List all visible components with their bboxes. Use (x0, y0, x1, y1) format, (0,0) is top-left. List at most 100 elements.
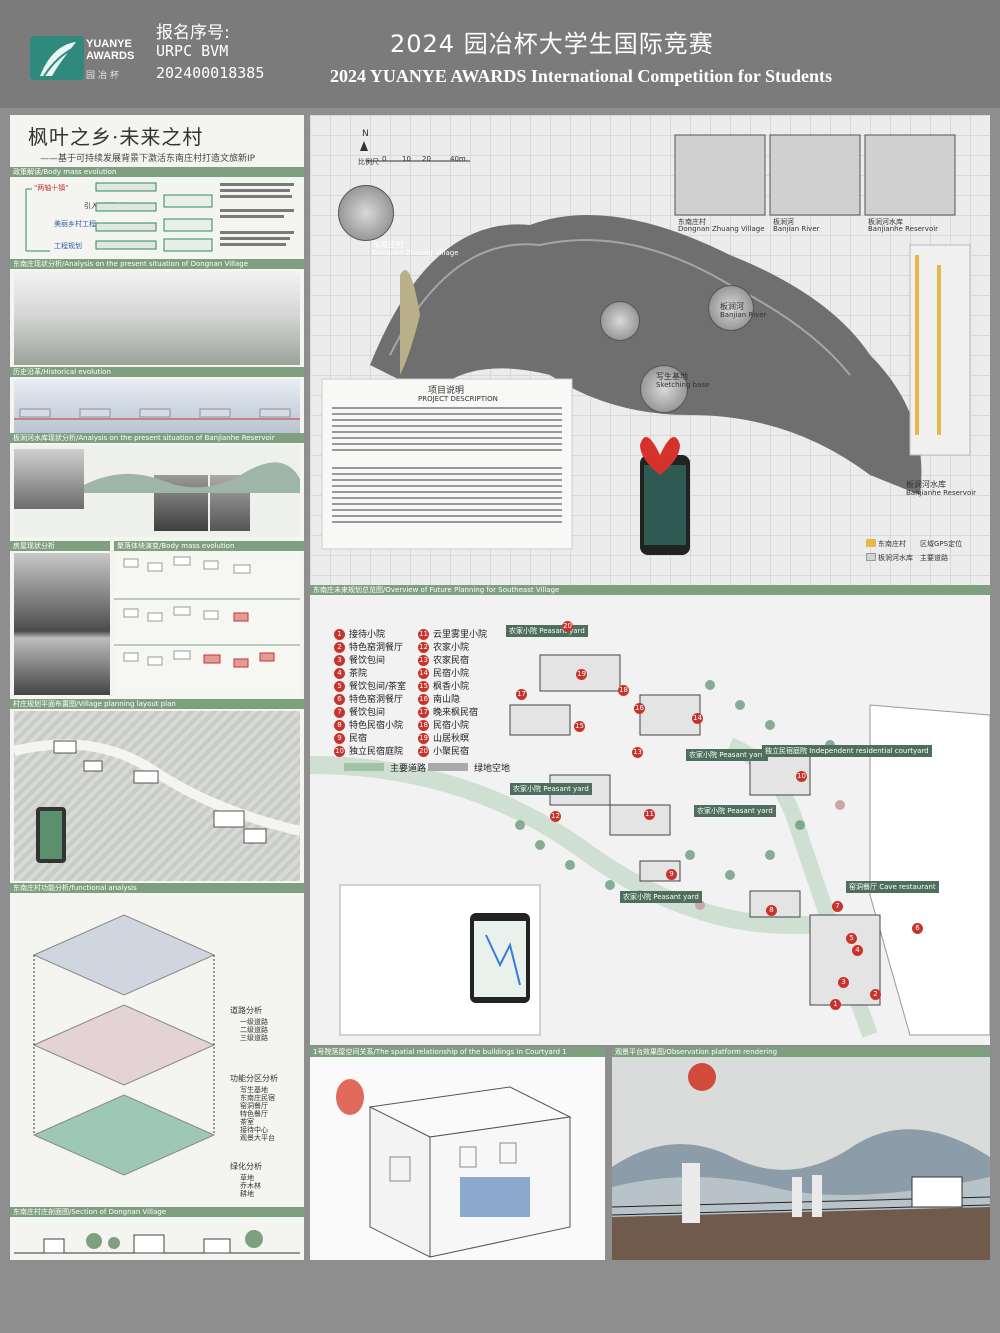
section-sketch (14, 1230, 300, 1254)
green-legend: 乔木林 (240, 1182, 261, 1190)
plan-tag: 农家小院 Peasant yard (510, 783, 592, 795)
house-photos (14, 553, 110, 695)
plan-marker[interactable]: 6 (912, 923, 923, 934)
plan-tag: 独立民宿庭院 Independent residential courtyard (762, 745, 932, 757)
scale-tick: 20 (422, 155, 431, 163)
registration-code: URPC BVM (156, 42, 229, 60)
plan-legend-road: 主要道路 (390, 764, 427, 774)
photo-bubble (640, 365, 688, 413)
plan-marker[interactable]: 11 (644, 809, 655, 820)
observation-platform-panel: 观景平台效果图/Observation platform rendering (612, 1047, 990, 1260)
reservoir-landscape (84, 462, 300, 493)
plan-tag: 农家小院 Peasant yard (620, 891, 702, 903)
plan-marker[interactable]: 15 (574, 721, 585, 732)
plan-marker[interactable]: 7 (832, 901, 843, 912)
photo-caption-cn: 东南庄村 (678, 218, 706, 226)
place-label-cn: 写生基地 (656, 372, 688, 381)
zone-legend: 茶室 (240, 1118, 254, 1126)
plan-marker[interactable]: 4 (852, 945, 863, 956)
policy-label: 工程规划 (54, 242, 82, 250)
reservoir-panel (14, 445, 300, 537)
plan-marker[interactable]: 5 (846, 933, 857, 944)
place-label-en: Dongnan Zhuang Village (372, 249, 459, 257)
history-timeline (14, 379, 300, 433)
plan-marker[interactable]: 1 (830, 999, 841, 1010)
scale-tick: 0 (382, 155, 387, 163)
reservoir-photo (14, 449, 84, 509)
project-description-title-cn: 项目说明 (428, 386, 465, 396)
functional-analysis: 道路分析 一级道路 二级道路 三级道路 功能分区分析 写生基地 东南庄民宿 窑洞… (14, 895, 300, 1205)
project-description-title-en: PROJECT DESCRIPTION (418, 395, 498, 403)
photo-caption-cn: 板涧河 (773, 218, 794, 226)
plan-marker[interactable]: 19 (576, 669, 587, 680)
section-bar-courtyard: 1号院落屋空间关系/The spatial relationship of th… (310, 1047, 605, 1057)
photo-caption-en: Banjianhe Reservoir (868, 225, 939, 233)
plan-marker[interactable]: 20 (562, 621, 573, 632)
competition-title-cn: 2024 园冶杯大学生国际竞赛 (390, 30, 714, 58)
photo-caption-cn: 板涧河水库 (868, 218, 903, 226)
plan-marker[interactable]: 14 (692, 713, 703, 724)
header: YUANYE AWARDS 园冶杯 报名序号: URPC BVM 2024000… (0, 0, 1000, 108)
zone-legend: 东南庄民宿 (240, 1094, 275, 1102)
road-legend: 二级道路 (240, 1026, 268, 1034)
place-label-cn: 板涧河水库 (906, 480, 946, 489)
plan-marker[interactable]: 9 (666, 869, 677, 880)
village-layout-plan (14, 711, 300, 881)
zone-legend: 写生基地 (240, 1086, 268, 1094)
plan-marker[interactable]: 17 (516, 689, 527, 700)
north-arrow: N (362, 129, 369, 139)
project-title: 枫叶之乡·未来之村 (28, 125, 204, 149)
section-bar-house: 房屋现状分析 (10, 541, 110, 551)
plan-marker[interactable]: 16 (634, 703, 645, 714)
plan-marker[interactable]: 2 (870, 989, 881, 1000)
future-plan-panel: 东南庄未来规划总览图/Overview of Future Planning f… (310, 585, 990, 1045)
photo-caption-en: Dongnan Zhuang Village (678, 225, 765, 233)
legend-swatch-green (428, 763, 468, 771)
plan-marker[interactable]: 18 (618, 685, 629, 696)
place-label-cn: 东南庄村 (372, 240, 404, 249)
timeline-graphic (14, 408, 300, 420)
section-bar-platform: 观景平台效果图/Observation platform rendering (612, 1047, 990, 1057)
road-legend: 三级道路 (240, 1034, 268, 1042)
section-bar-function: 东南庄村功能分析/functional analysis (10, 883, 304, 893)
platform-rendering (612, 1063, 990, 1260)
photo-bubble (708, 285, 754, 331)
mass-evolution-diagram (114, 553, 300, 695)
plan-illustration (310, 654, 990, 1038)
zone-legend: 特色餐厅 (240, 1110, 268, 1118)
registration-number: 202400018385 (156, 64, 265, 82)
plan-tag: 窑洞餐厅 Cave restaurant (846, 881, 939, 893)
plan-marker[interactable]: 10 (796, 771, 807, 782)
section-bar-mass: 聚落体块演变/Body mass evolution (114, 541, 304, 551)
plan-marker[interactable]: 8 (766, 905, 777, 916)
section-bar-present: 东南庄现状分析/Analysis on the present situatio… (10, 259, 304, 269)
plan-tag: 农家小院 Peasant yard (694, 805, 776, 817)
road-legend: 一级道路 (240, 1018, 268, 1026)
scale-tick: 40m (450, 155, 466, 163)
plan-marker[interactable]: 13 (632, 747, 643, 758)
plan-marker[interactable]: 3 (838, 977, 849, 988)
zone-legend: 接待中心 (240, 1126, 268, 1134)
map-legend-item: 区域GPS定位 (920, 540, 963, 548)
map-legend-item: 东南庄村 (878, 540, 906, 548)
road-analysis-title: 道路分析 (230, 1006, 262, 1015)
place-label-cn: 板涧河 (720, 302, 744, 311)
section-bar-reservoir: 板涧河水库现状分析/Analysis on the present situat… (10, 433, 304, 443)
plan-marker[interactable]: 12 (550, 811, 561, 822)
section-bar-policy: 政策解读/Body mass evolution (10, 167, 304, 177)
plan-tag: 农家小院 Peasant yard (506, 625, 588, 637)
plan-tag: 农家小院 Peasant yard (686, 749, 768, 761)
scale-label: 比例尺 (358, 158, 379, 166)
